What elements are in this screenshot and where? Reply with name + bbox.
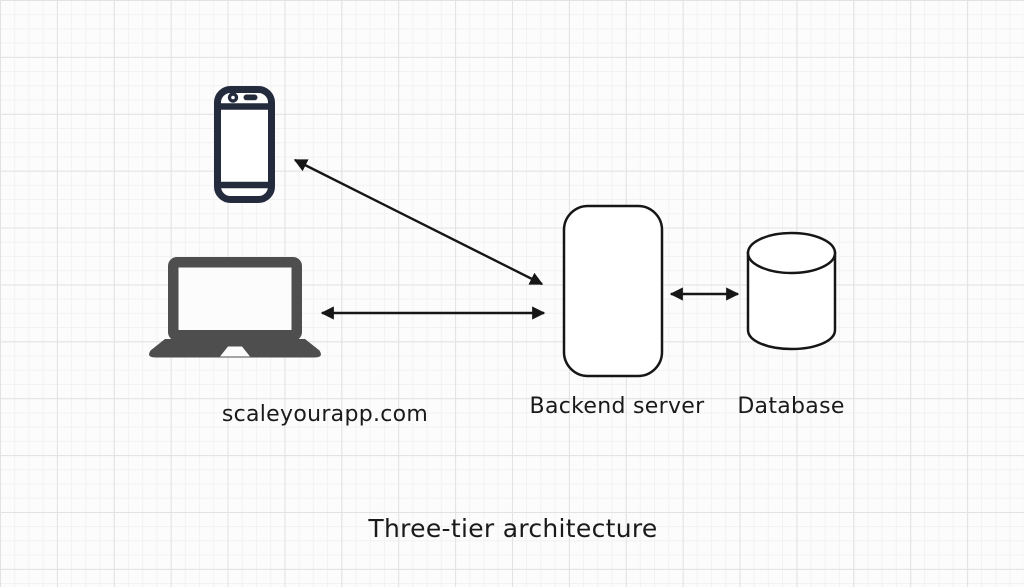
edge-mobile-backend — [293, 158, 544, 286]
clients-label: scaleyourapp.com — [221, 402, 429, 427]
database-cylinder-icon — [746, 231, 837, 351]
diagram-title: Three-tier architecture — [368, 514, 658, 543]
database-label: Database — [737, 394, 845, 419]
smartphone-icon — [214, 86, 275, 203]
laptop-icon — [149, 257, 321, 358]
backend-server-label: Backend server — [529, 394, 705, 419]
backend-server-node — [562, 204, 664, 378]
